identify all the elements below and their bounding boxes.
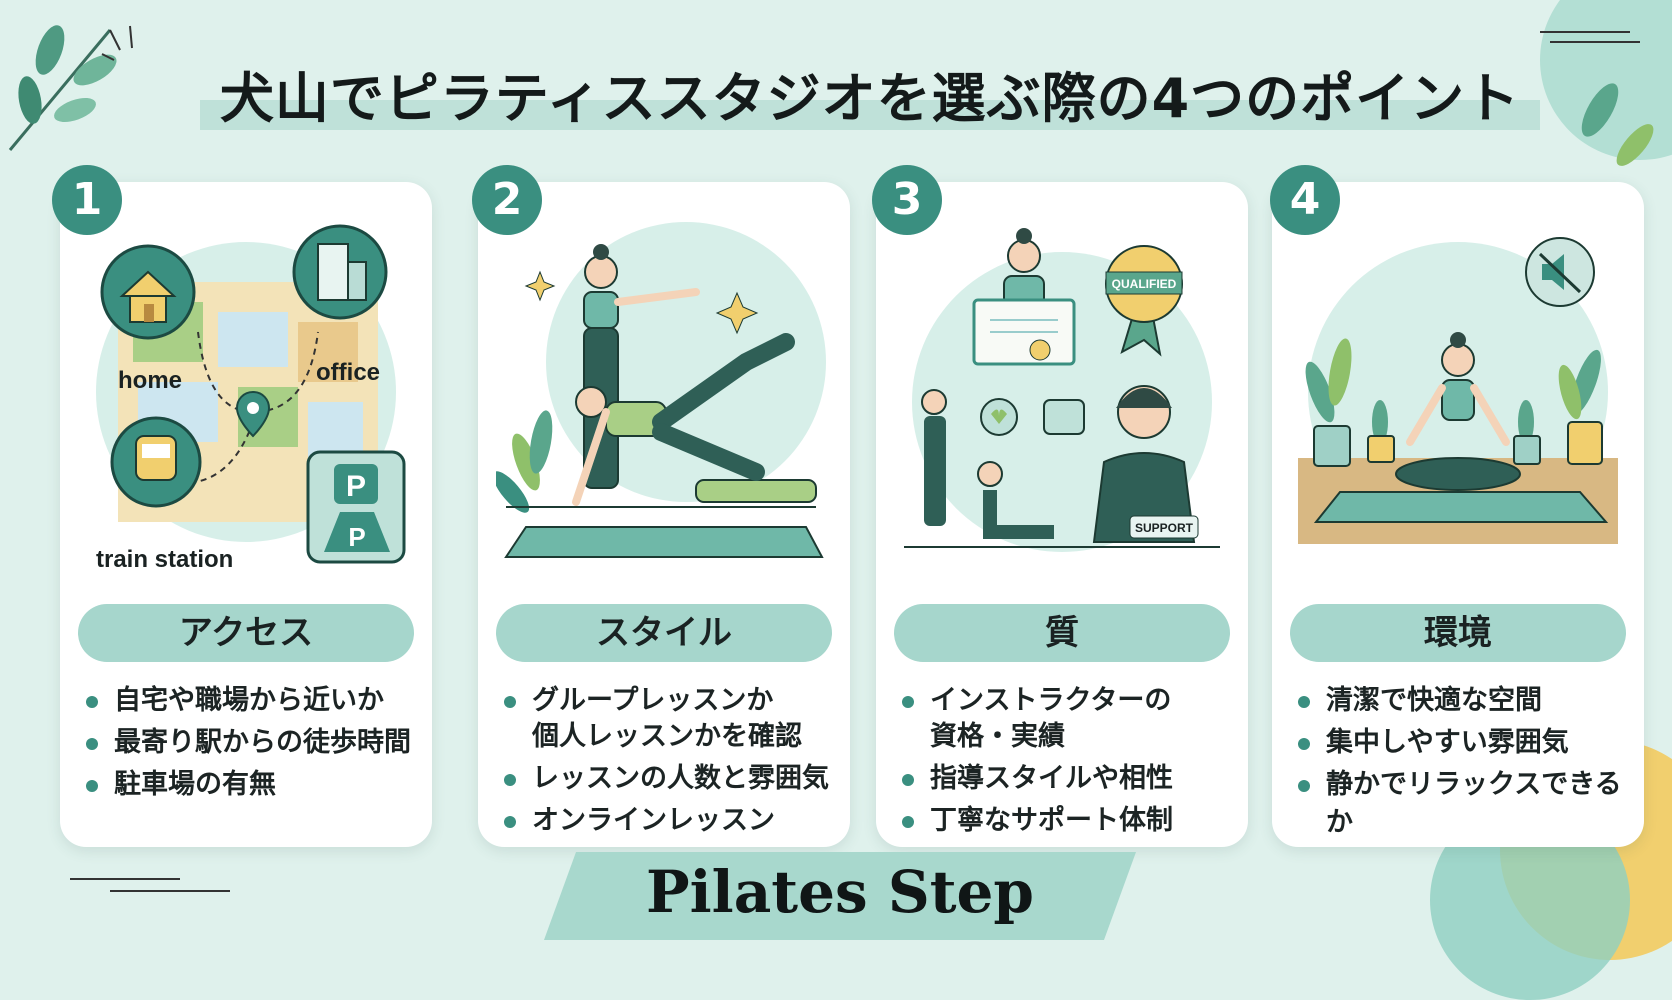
heart-bubble-icon: [980, 398, 1085, 436]
list-item: インストラクターの: [900, 682, 1240, 720]
brand-logo-text: Pilates Step: [646, 858, 1034, 926]
list-item: 指導スタイルや相性: [900, 760, 1240, 798]
train-icon: [110, 416, 202, 508]
svg-text:P: P: [348, 522, 365, 552]
card-environment: 環境 清潔で快適な空間 集中しやすい雰囲気 静かでリラックスできるか: [1272, 182, 1644, 847]
deco-lines-bottom-left: [70, 878, 230, 892]
card-heading-access: アクセス: [78, 604, 414, 662]
meditation-figure: [1395, 332, 1521, 491]
support-staff-figure: SUPPORT: [1092, 385, 1199, 543]
card-quality: QUALIFIED SUPPORT 質 インストラクターの 資格・実績 指導スタ…: [876, 182, 1248, 847]
leaf-sprig-right-icon: [1581, 83, 1654, 166]
title-area: 犬山でピラティススタジオを選ぶ際の4つのポイント: [200, 48, 1540, 138]
svg-text:P: P: [346, 470, 366, 503]
office-building-icon: [292, 224, 388, 320]
bullet-list-quality: インストラクターの 資格・実績 指導スタイルや相性 丁寧なサポート体制: [900, 682, 1240, 844]
card-style: スタイル グループレッスンか 個人レッスンかを確認 レッスンの人数と雰囲気 オン…: [478, 182, 850, 847]
qualified-badge-icon: QUALIFIED: [1105, 245, 1183, 357]
leaf-sprig-icon: [8, 25, 117, 151]
deco-lines-top-right: [1540, 31, 1640, 43]
certificate-icon: [972, 228, 1076, 366]
list-item-continuation: 個人レッスンかを確認: [532, 721, 802, 752]
list-item: オンラインレッスン: [502, 802, 842, 840]
list-item: 集中しやすい雰囲気: [1296, 724, 1636, 762]
pilates-instructor-illustration: [496, 222, 826, 558]
yoga-mat-icon: [1313, 491, 1609, 523]
bullet-list-environment: 清潔で快適な空間 集中しやすい雰囲気 静かでリラックスできるか: [1296, 682, 1636, 846]
list-item: 丁寧なサポート体制: [900, 802, 1240, 840]
mute-speaker-icon: [1525, 237, 1595, 307]
parking-icon: P P: [306, 450, 406, 564]
home-label: home: [118, 367, 182, 394]
station-label: train station: [96, 546, 233, 572]
bullet-list-style: グループレッスンか 個人レッスンかを確認 レッスンの人数と雰囲気 オンラインレッ…: [502, 682, 842, 844]
pilates-pose-figure: [572, 333, 795, 506]
card-access: P P home office train station アクセス 自宅や職場…: [60, 182, 432, 847]
list-item: 自宅や職場から近いか: [84, 682, 424, 720]
card-heading-style: スタイル: [496, 604, 832, 662]
list-item: レッスンの人数と雰囲気: [502, 760, 842, 798]
list-item-continuation: 資格・実績: [930, 721, 1065, 752]
card-heading-environment: 環境: [1290, 604, 1626, 662]
list-item: 静かでリラックスできるか: [1296, 766, 1636, 842]
meditation-studio-illustration: [1298, 237, 1618, 544]
number-badge-2: 2: [472, 165, 542, 235]
plant-icon: [496, 410, 553, 513]
list-item: グループレッスンか: [502, 682, 842, 720]
page-title: 犬山でピラティススタジオを選ぶ際の4つのポイント: [219, 67, 1521, 130]
number-badge-1: 1: [52, 165, 122, 235]
list-item: 最寄り駅からの徒歩時間: [84, 724, 424, 762]
house-icon: [100, 244, 196, 340]
quality-instructor-illustration: QUALIFIED SUPPORT: [904, 228, 1220, 552]
bullet-list-access: 自宅や職場から近いか 最寄り駅からの徒歩時間 駐車場の有無: [84, 682, 424, 808]
access-map-illustration: P P home office train station: [96, 224, 406, 572]
map-pin-icon: [235, 390, 271, 438]
potted-plant-icon: [1305, 338, 1603, 467]
list-item: 清潔で快適な空間: [1296, 682, 1636, 720]
trainee-figures: [921, 389, 1054, 539]
svg-text:QUALIFIED: QUALIFIED: [1112, 277, 1177, 291]
list-item: 駐車場の有無: [84, 766, 424, 804]
office-label: office: [316, 359, 380, 386]
yoga-mat-icon: [504, 526, 824, 558]
svg-text:SUPPORT: SUPPORT: [1135, 521, 1194, 535]
number-badge-3: 3: [872, 165, 942, 235]
card-heading-quality: 質: [894, 604, 1230, 662]
speed-lines-icon: [101, 25, 133, 61]
title-underline: [200, 100, 1540, 130]
number-badge-4: 4: [1270, 165, 1340, 235]
